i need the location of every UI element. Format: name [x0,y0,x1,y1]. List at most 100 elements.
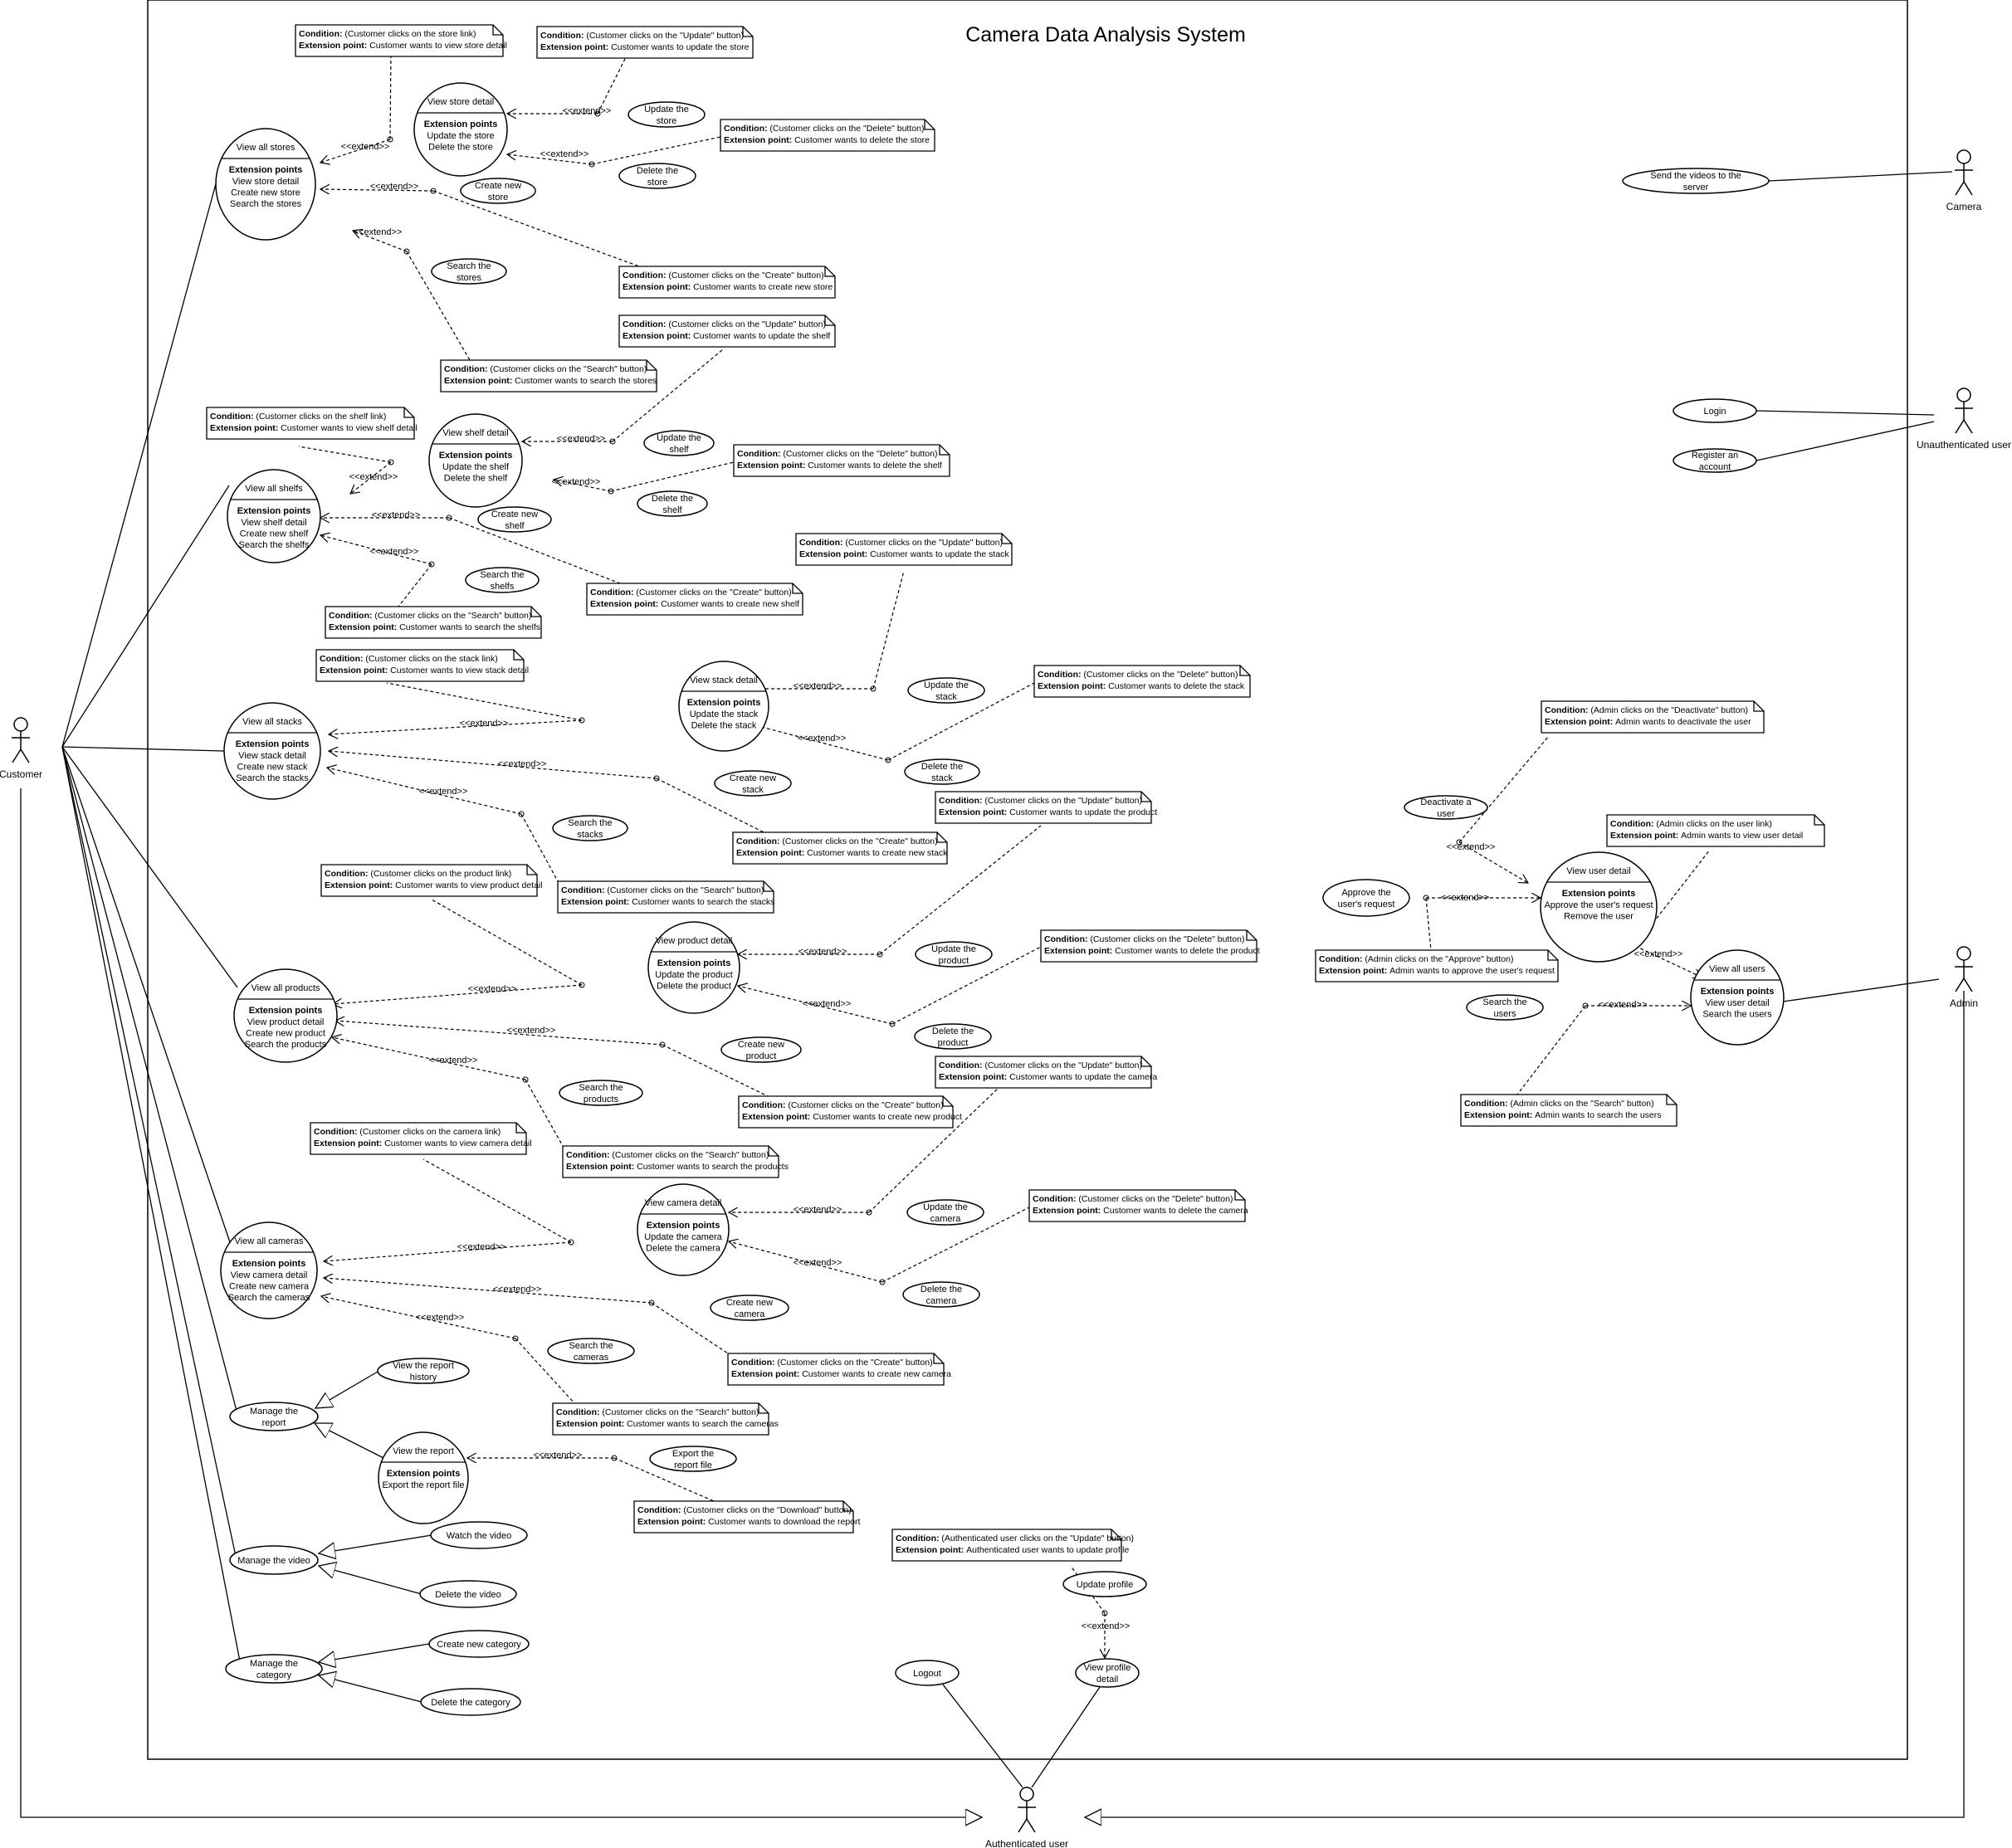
note-extension-point: Extension point: Customer wants to updat… [939,1072,1157,1082]
note-shape [733,444,950,477]
note-condition: Condition: (Customer clicks on the produ… [325,869,511,879]
use-case-create-new-category[interactable]: Create new category [428,1630,530,1658]
note-extension-point: Extension point: Authenticated user want… [896,1545,1129,1555]
actor-leg [1963,181,1973,196]
condition-note: Condition: (Admin clicks on the "Search"… [1460,1094,1677,1127]
use-case-name: Update the [644,105,689,115]
customer-actor[interactable]: Customer [0,717,42,780]
extension-point-item: Update the store [427,131,494,141]
note-condition: Condition: (Admin clicks on the "Approve… [1319,954,1513,964]
use-case-name: View shelf detail [442,428,508,438]
use-case-shape [649,1446,737,1472]
note-extension-point: Extension point: Admin wants to approve … [1319,966,1555,976]
note-extension-point: Extension point: Customer wants to delet… [1038,681,1245,691]
condition-note: Condition: (Customer clicks on the "Sear… [557,880,774,914]
note-condition: Condition: (Customer clicks on the "Sear… [556,1407,759,1417]
use-case-shape [552,815,628,841]
use-case-logout[interactable]: Logout [895,1660,960,1686]
authenticated-user-actor[interactable]: Authenticated user [985,1787,1068,1848]
note-connector [881,1207,1030,1283]
note-extension-point: Extension point: Customer wants to updat… [799,549,1009,559]
extend-label: <<extend>> [552,477,601,487]
camera-actor[interactable]: Camera [1946,149,1982,212]
use-case-manage-the-video[interactable]: Manage the video [229,1545,319,1575]
note-extension-point: Extension point: Customer wants to view … [299,41,507,51]
actor-label: Authenticated user [985,1838,1068,1848]
unauthenticated-user-actor[interactable]: Unauthenticated user [1917,388,2011,451]
extend-relationship [729,1241,883,1283]
note-condition: Condition: (Customer clicks on the "Dele… [1033,1194,1233,1204]
use-case-delete-the-video[interactable]: Delete the video [419,1580,517,1608]
note-extension-point: Extension point: Admin wants to view use… [1610,831,1803,841]
use-case-name: View camera detail [645,1198,722,1208]
note-condition: Condition: (Customer clicks on the "Upda… [939,796,1142,806]
extension-point-item: Update the stack [690,709,759,719]
use-case-login[interactable]: Login [1673,398,1757,423]
use-case-approve-the-user-s-request[interactable]: Approve the user's request [1322,879,1410,917]
admin-actor[interactable]: Admin [1950,946,1978,1009]
auth-logout-association [942,1684,1023,1788]
note-condition: Condition: (Customer clicks on the "Crea… [742,1100,944,1110]
use-case-name: Create new [726,1298,773,1308]
extend-label: <<extend>> [794,1205,842,1215]
actor-leg [1963,978,1973,992]
condition-note: Condition: (Customer clicks on the "Crea… [727,1353,951,1386]
extension-point-item: Delete the stack [691,721,757,731]
customer-association [61,746,237,1561]
use-case-name: stores [457,273,481,283]
use-case-delete-the-category[interactable]: Delete the category [420,1688,521,1716]
extend-label: <<extend>> [1082,1621,1131,1631]
extension-point-item: Create new stack [237,763,308,773]
use-case-update-profile[interactable]: Update profile [1062,1571,1147,1597]
use-case-name: Approve the [1341,888,1390,898]
use-case-shape [420,1688,521,1716]
condition-note: Condition: (Customer clicks on the "Down… [633,1500,861,1533]
use-case-shape [378,1431,469,1524]
use-case-name: user's request [1338,900,1395,909]
use-case-watch-the-video[interactable]: Watch the video [430,1521,528,1549]
use-case-shape [914,1023,992,1050]
